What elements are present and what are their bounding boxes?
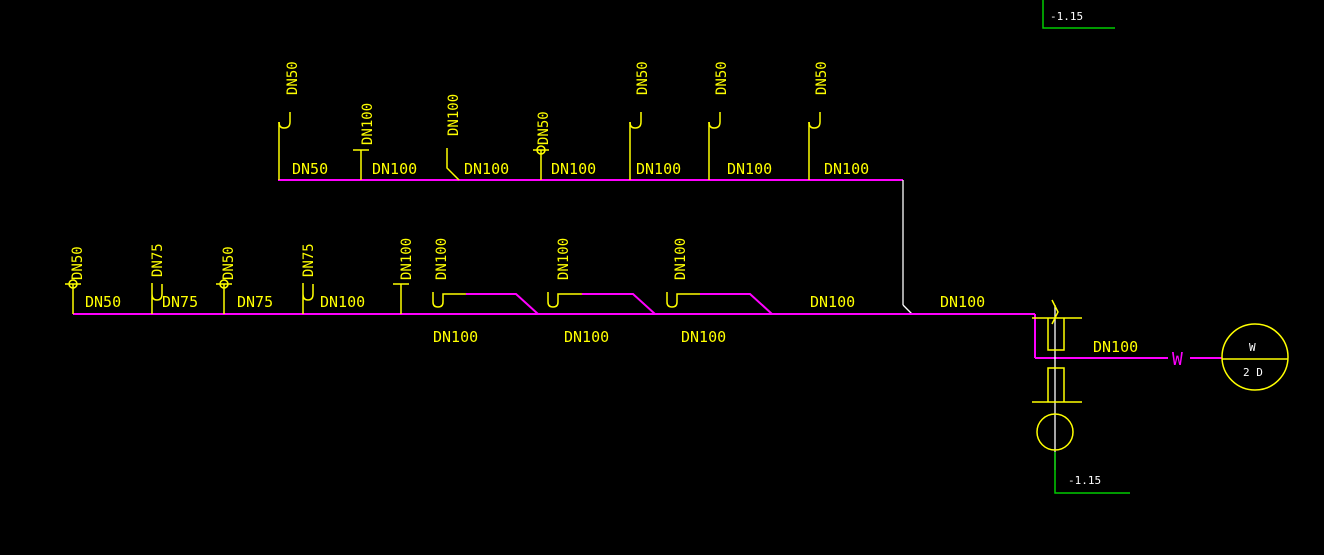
lower-riser-7-hlabel: DN100 — [564, 328, 609, 346]
elevation-top-label: -1.15 — [1050, 10, 1083, 23]
outlet-line-letter: W — [1172, 349, 1183, 370]
lower-riser-7-vlabel: DN100 — [556, 238, 572, 280]
outlet-pipe-label: DN100 — [1093, 338, 1138, 356]
lower-riser-6-hlabel: DN100 — [433, 328, 478, 346]
lower-branch: DN50 DN50 DN75 DN75 DN50 DN75 DN75 DN100… — [65, 238, 1035, 346]
lower-riser-7: DN100 DN100 — [547, 238, 656, 346]
upper-riser-5: DN50 DN100 — [629, 61, 681, 180]
outlet-assembly: DN100 W W 2 D — [1032, 299, 1289, 470]
elevation-bottom-label: -1.15 — [1068, 474, 1101, 487]
elevation-marker-top: -1.15 — [1042, 0, 1115, 29]
upper-riser-3-hlabel: DN100 — [464, 160, 509, 178]
lower-main-label-2: DN100 — [940, 293, 985, 311]
upper-riser-1-hlabel: DN50 — [292, 160, 328, 178]
lower-riser-3-vlabel: DN50 — [221, 246, 237, 280]
lower-riser-8-hlabel: DN100 — [681, 328, 726, 346]
upper-riser-7: DN50 DN100 — [808, 61, 869, 180]
upper-riser-5-vlabel: DN50 — [635, 61, 651, 95]
upper-riser-2: DN100 DN100 — [353, 103, 417, 180]
lower-riser-2-vlabel: DN75 — [150, 243, 166, 277]
lower-riser-4: DN75 DN100 — [301, 243, 365, 314]
manhole-symbol: W 2 D — [1221, 323, 1289, 391]
upper-riser-4-hlabel: DN100 — [551, 160, 596, 178]
lower-riser-3: DN50 DN75 — [216, 246, 273, 314]
upper-riser-1-vlabel: DN50 — [285, 61, 301, 95]
lower-riser-8-vlabel: DN100 — [673, 238, 689, 280]
upper-riser-6: DN50 DN100 — [708, 61, 772, 180]
lower-riser-4-hlabel: DN100 — [320, 293, 365, 311]
upper-riser-6-hlabel: DN100 — [727, 160, 772, 178]
lower-riser-5-vlabel: DN100 — [399, 238, 415, 280]
cleanout-fitting — [1032, 299, 1082, 470]
elevation-marker-bottom: -1.15 — [1054, 452, 1130, 494]
manhole-bottom-text: 2 D — [1243, 366, 1263, 379]
manhole-top-text: W — [1249, 341, 1256, 354]
lower-riser-2-hlabel: DN75 — [162, 293, 198, 311]
lower-riser-8: DN100 DN100 — [666, 238, 773, 346]
upper-riser-3: DN100 DN100 — [446, 94, 509, 181]
lower-riser-3-hlabel: DN75 — [237, 293, 273, 311]
lower-riser-1-hlabel: DN50 — [85, 293, 121, 311]
lower-riser-4-vlabel: DN75 — [301, 243, 317, 277]
upper-riser-6-vlabel: DN50 — [714, 61, 730, 95]
lower-riser-1: DN50 DN50 — [65, 246, 121, 314]
upper-riser-1: DN50 DN50 — [278, 61, 328, 180]
upper-riser-2-vlabel: DN100 — [360, 103, 376, 145]
upper-riser-7-vlabel: DN50 — [814, 61, 830, 95]
upper-riser-7-hlabel: DN100 — [824, 160, 869, 178]
lower-riser-6-vlabel: DN100 — [434, 238, 450, 280]
upper-drop-elbow — [902, 304, 913, 315]
upper-riser-2-hlabel: DN100 — [372, 160, 417, 178]
upper-riser-5-hlabel: DN100 — [636, 160, 681, 178]
upper-branch: DN50 DN50 DN100 DN100 DN100 DN100 DN50 D… — [278, 61, 913, 315]
lower-riser-5: DN100 — [393, 238, 415, 314]
upper-riser-3-vlabel: DN100 — [446, 94, 462, 136]
upper-riser-4-vlabel: DN50 — [536, 111, 552, 145]
upper-riser-4: DN50 DN100 — [533, 111, 596, 180]
lower-riser-6: DN100 DN100 — [432, 238, 539, 346]
lower-riser-2: DN75 DN75 — [150, 243, 198, 314]
lower-riser-1-vlabel: DN50 — [70, 246, 86, 280]
lower-main-label-1: DN100 — [810, 293, 855, 311]
